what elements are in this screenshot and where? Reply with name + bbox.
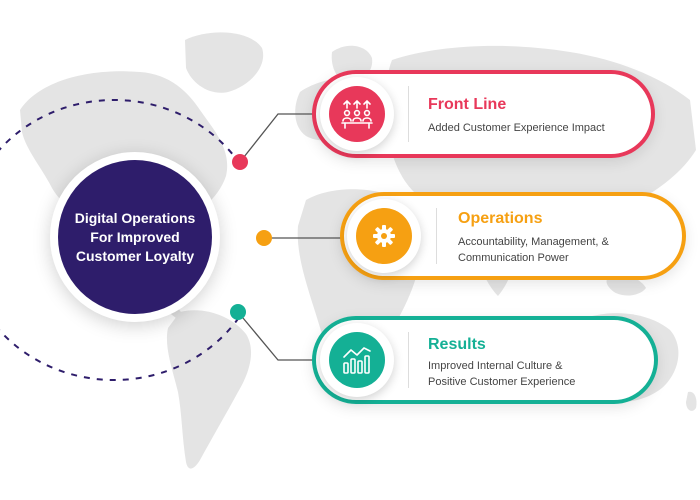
connector-results — [237, 311, 318, 361]
dashed-arc — [0, 99, 241, 381]
card-operations-divider — [436, 208, 437, 264]
dot-operations — [256, 230, 272, 246]
center-title: Digital Operations For Improved Customer… — [74, 209, 196, 264]
team-growth-icon — [329, 86, 385, 142]
card-front-line-title: Front Line — [428, 96, 507, 113]
card-results-divider — [408, 332, 409, 388]
card-results-title: Results — [428, 336, 486, 353]
dot-front-line — [232, 154, 248, 170]
card-operations-title: Operations — [458, 210, 543, 227]
center-circle: Digital Operations For Improved Customer… — [58, 160, 212, 314]
card-operations-description: Accountability, Management, & Communicat… — [458, 236, 609, 264]
card-front-line-divider — [408, 86, 409, 142]
card-results-description: Improved Internal Culture & Positive Cus… — [428, 360, 576, 388]
gear-icon — [356, 208, 412, 264]
connector-front-line — [239, 113, 320, 163]
dot-results — [230, 304, 246, 320]
card-front-line-description: Added Customer Experience Impact — [428, 122, 605, 134]
bar-chart-icon — [329, 332, 385, 388]
